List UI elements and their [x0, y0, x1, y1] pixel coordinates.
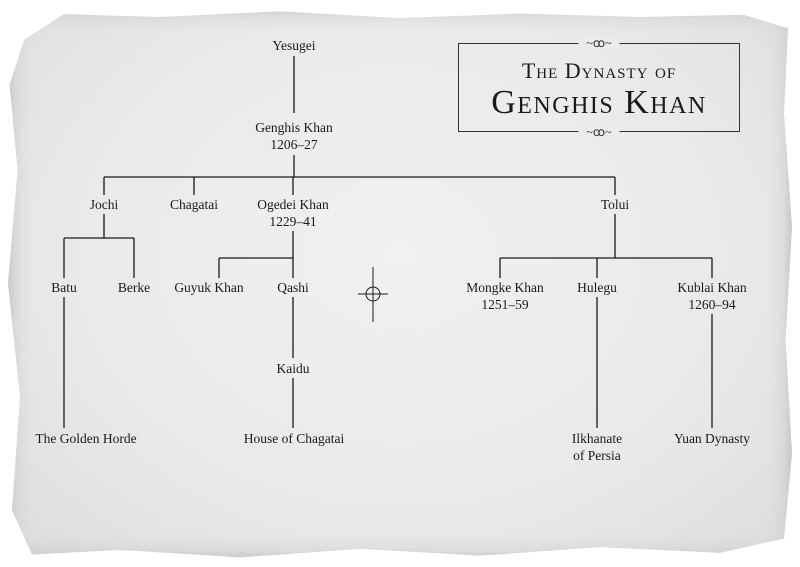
title-line-2: Genghis Khan	[491, 84, 707, 121]
node-dates: 1260–94	[688, 297, 736, 312]
title-box: ~ꝏ~ The Dynasty of Genghis Khan ~ꝏ~	[458, 37, 740, 138]
node-name: Ilkhanate	[571, 431, 623, 446]
node-name: Mongke Khan	[466, 280, 544, 295]
node-yuan-dynasty: Yuan Dynasty	[673, 431, 751, 446]
title-line-1: The Dynasty of	[521, 58, 677, 83]
node-name-2: of Persia	[573, 448, 621, 463]
crosshair-icon	[358, 267, 388, 322]
node-genghis-khan: Genghis Khan 1206–27	[255, 119, 333, 153]
node-dates: 1251–59	[481, 297, 529, 312]
node-dates: 1229–41	[269, 214, 317, 229]
node-house-of-chagatai: House of Chagatai	[243, 431, 345, 446]
node-mongke-khan: Mongke Khan 1251–59	[466, 279, 544, 313]
node-ogedei-khan: Ogedei Khan 1229–41	[257, 196, 329, 230]
node-kaidu: Kaidu	[276, 361, 310, 376]
node-golden-horde: The Golden Horde	[35, 431, 137, 446]
node-kublai-khan: Kublai Khan 1260–94	[677, 279, 746, 313]
node-berke: Berke	[117, 280, 151, 295]
node-yesugei: Yesugei	[272, 38, 316, 53]
node-jochi: Jochi	[89, 197, 119, 212]
node-qashi: Qashi	[277, 280, 309, 295]
node-ilkhanate: Ilkhanate of Persia	[572, 430, 622, 464]
node-tolui: Tolui	[600, 197, 630, 212]
node-chagatai: Chagatai	[170, 197, 218, 212]
node-name: Kublai Khan	[677, 280, 747, 295]
node-name: Ogedei Khan	[257, 197, 329, 212]
node-batu: Batu	[51, 280, 77, 295]
node-dates: 1206–27	[270, 137, 318, 152]
node-name: Genghis Khan	[255, 120, 333, 135]
ornament-top-icon: ~ꝏ~	[578, 37, 620, 49]
node-hulegu: Hulegu	[577, 280, 617, 295]
node-guyuk-khan: Guyuk Khan	[174, 280, 244, 295]
ornament-bottom-icon: ~ꝏ~	[578, 126, 620, 138]
